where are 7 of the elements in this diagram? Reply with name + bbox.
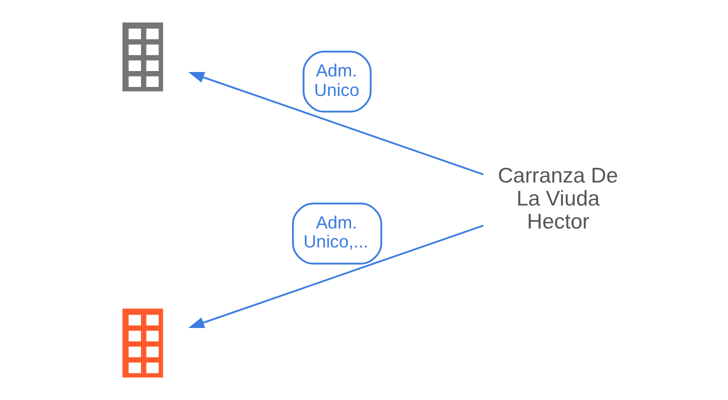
node-building: [122, 308, 163, 378]
arrow: [188, 224, 484, 328]
edge-label: Adm. Unico,...: [303, 212, 368, 252]
arrow: [188, 72, 484, 176]
node-building: [122, 22, 163, 92]
edge-label: Adm. Unico: [314, 60, 359, 100]
node-text: Carranza De La Viuda Hector: [497, 164, 618, 234]
